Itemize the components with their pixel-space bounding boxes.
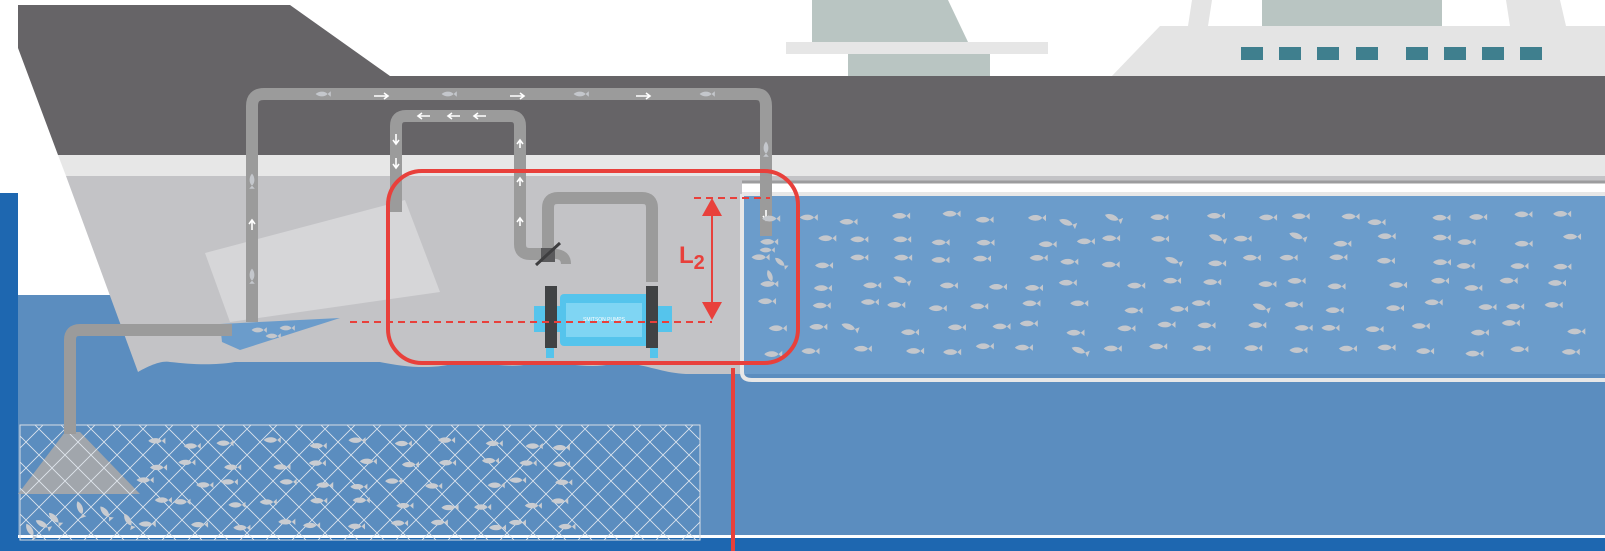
flow-arrow-icon <box>416 112 430 120</box>
left-frame-bar <box>0 193 18 538</box>
pump-delivery-pipe <box>542 192 658 282</box>
flow-arrow-icon <box>392 134 400 146</box>
flow-arrow-icon <box>636 92 652 100</box>
flow-arrow-icon <box>446 112 460 120</box>
height-label: L2 <box>679 242 705 274</box>
flow-arrow-icon <box>374 92 390 100</box>
height-dimension-arrow <box>702 198 722 320</box>
flow-arrow-icon <box>392 158 400 170</box>
flow-arrow-icon <box>516 216 524 226</box>
ship-superstructure <box>786 0 1605 78</box>
ship-windows <box>1241 47 1542 60</box>
flow-arrows <box>248 92 770 230</box>
flow-arrow-icon <box>472 112 486 120</box>
ship-hull-lower <box>66 176 1605 374</box>
flow-arrow-icon <box>248 218 256 230</box>
forward-compartment <box>205 200 440 322</box>
pipe-system <box>64 88 772 434</box>
pump-icon: SMITSON PUMPS <box>534 286 672 358</box>
return-line-loop <box>390 110 548 260</box>
bottom-frame-bar <box>0 538 1605 551</box>
flow-arrow-icon <box>516 138 524 148</box>
ship-deck-stripe <box>58 155 1605 176</box>
pump-brand-label: SMITSON PUMPS <box>583 317 626 323</box>
hold-inlet-pipe <box>760 230 772 236</box>
fish-hold <box>740 192 1605 382</box>
valve-icon <box>534 241 562 267</box>
suction-line <box>246 88 772 322</box>
flow-arrow-icon <box>516 176 524 186</box>
pump-highlight-frame <box>386 169 800 365</box>
intake-pipe <box>64 324 232 434</box>
fishing-net <box>18 424 701 541</box>
flow-arrow-icon <box>510 92 526 100</box>
